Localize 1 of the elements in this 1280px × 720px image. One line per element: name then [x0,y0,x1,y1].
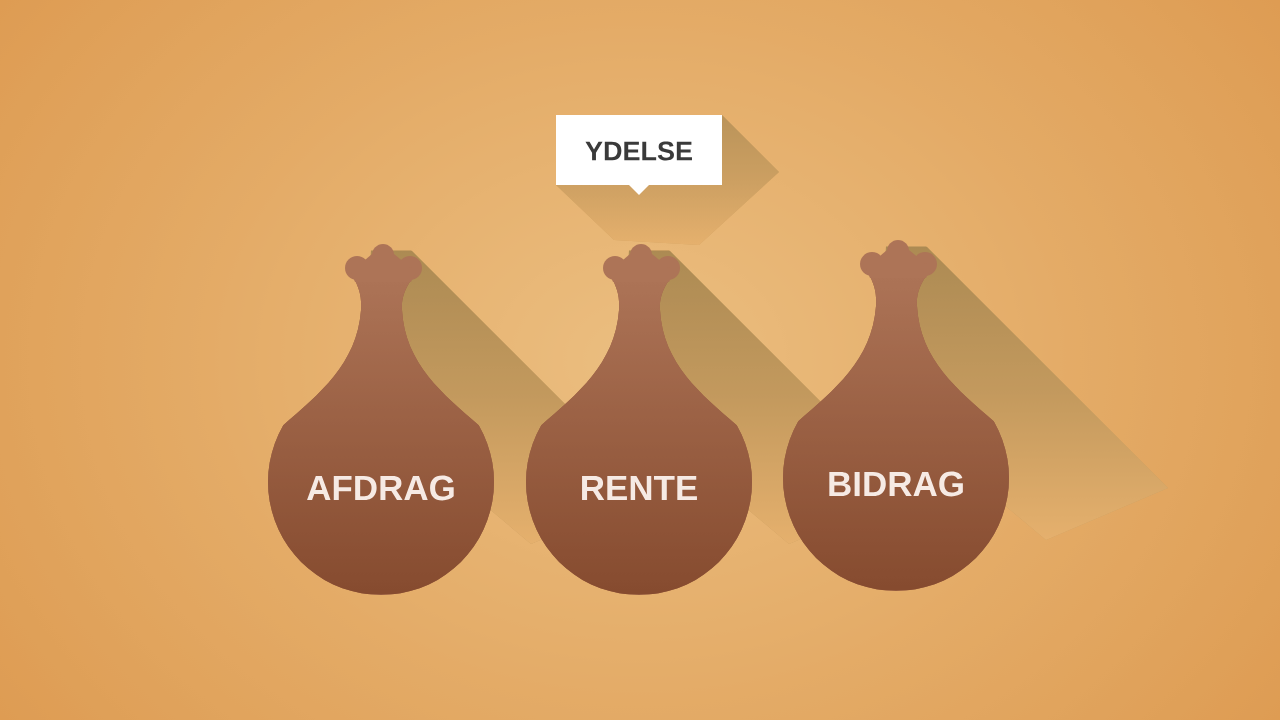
callout-box: YDELSE [556,115,722,195]
